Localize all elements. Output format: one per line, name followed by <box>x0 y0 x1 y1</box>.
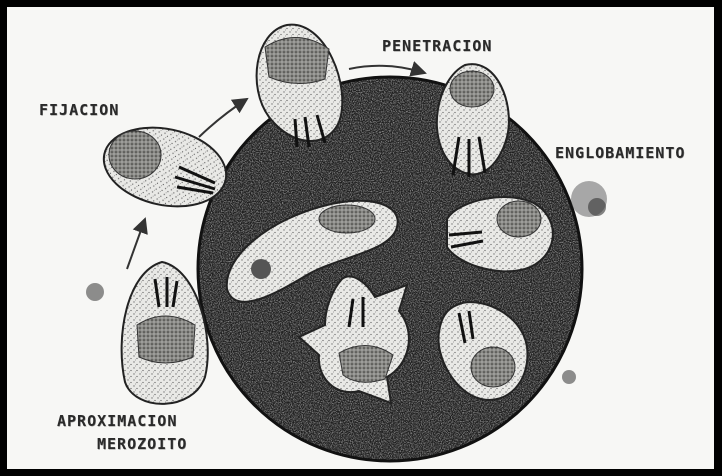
label-merozoito: MEROZOITO <box>97 435 187 453</box>
merozoite-invasion-illustration <box>7 7 714 469</box>
merozoite-approaching <box>122 262 208 404</box>
merozoite-engulfed <box>447 197 553 271</box>
label-penetracion: PENETRACION <box>382 37 492 55</box>
label-fijacion: FIJACION <box>39 101 119 119</box>
label-aproximacion: APROXIMACION <box>57 412 177 430</box>
label-englobamiento: ENGLOBAMIENTO <box>555 144 685 162</box>
